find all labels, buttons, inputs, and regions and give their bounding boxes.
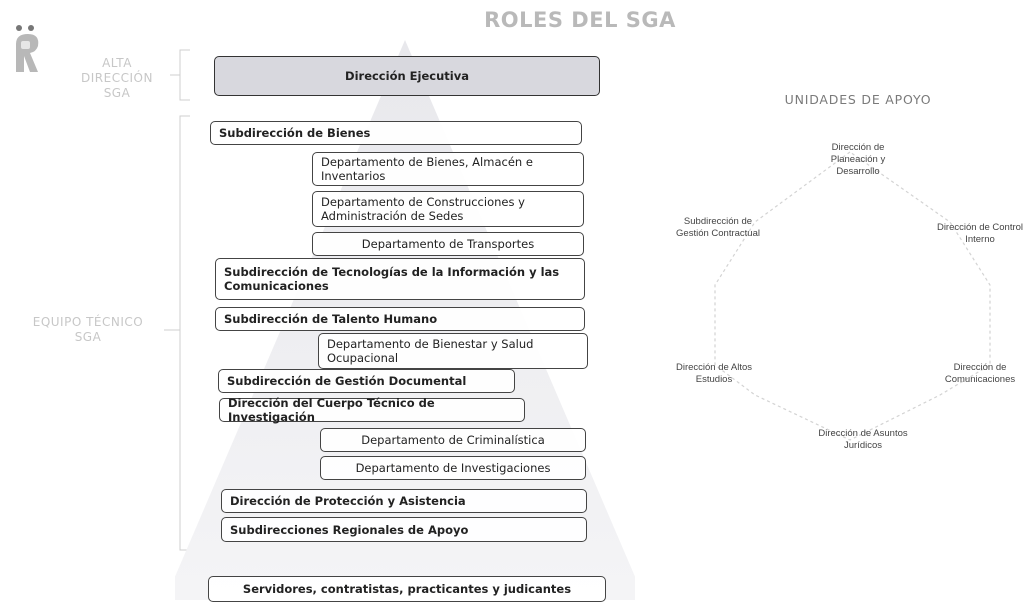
box-subdirecciones-regionales: Subdirecciones Regionales de Apoyo	[221, 517, 587, 542]
box-dep-bienestar: Departamento de Bienestar y Salud Ocupac…	[318, 333, 588, 369]
box-dep-transportes: Departamento de Transportes	[312, 232, 584, 256]
box-dep-criminalistica: Departamento de Criminalística	[320, 428, 586, 452]
box-subdireccion-bienes: Subdirección de Bienes	[210, 121, 582, 145]
box-base-servidores: Servidores, contratistas, practicantes y…	[208, 576, 606, 602]
box-subdireccion-gestion-documental: Subdirección de Gestión Documental	[218, 369, 515, 393]
bracket-lines	[164, 49, 190, 551]
box-dep-construcciones: Departamento de Construcciones y Adminis…	[312, 191, 584, 227]
support-ring	[714, 151, 991, 441]
support-title: UNIDADES DE APOYO	[784, 92, 932, 107]
support-unit-control-interno: Dirección de Control Interno	[936, 222, 1024, 245]
equipo-tecnico-label: EQUIPO TÉCNICO SGA	[32, 315, 144, 344]
alta-direccion-label: ALTA DIRECCIÓN SGA	[81, 56, 153, 100]
box-subdireccion-tic: Subdirección de Tecnologías de la Inform…	[215, 258, 585, 300]
mascot-logo-icon	[16, 25, 39, 72]
support-unit-altos-estudios: Dirección de Altos Estudios	[675, 362, 753, 385]
box-dep-bienes: Departamento de Bienes, Almacén e Invent…	[312, 152, 584, 186]
support-unit-comunicaciones: Dirección de Comunicaciones	[944, 362, 1016, 385]
box-dep-investigaciones: Departamento de Investigaciones	[320, 456, 586, 480]
support-unit-asuntos-juridicos: Dirección de Asuntos Jurídicos	[818, 428, 908, 451]
box-subdireccion-talento: Subdirección de Talento Humano	[215, 307, 585, 331]
support-unit-gestion-contractual: Subdirección de Gestión Contractual	[676, 216, 760, 239]
support-unit-planeacion: Dirección de Planeación y Desarrollo	[830, 142, 886, 177]
box-direccion-cuerpo-tecnico: Dirección del Cuerpo Técnico de Investig…	[219, 396, 525, 424]
box-direccion-ejecutiva: Dirección Ejecutiva	[214, 56, 600, 96]
page-title: ROLES DEL SGA	[484, 8, 676, 32]
box-direccion-proteccion: Dirección de Protección y Asistencia	[221, 489, 587, 513]
